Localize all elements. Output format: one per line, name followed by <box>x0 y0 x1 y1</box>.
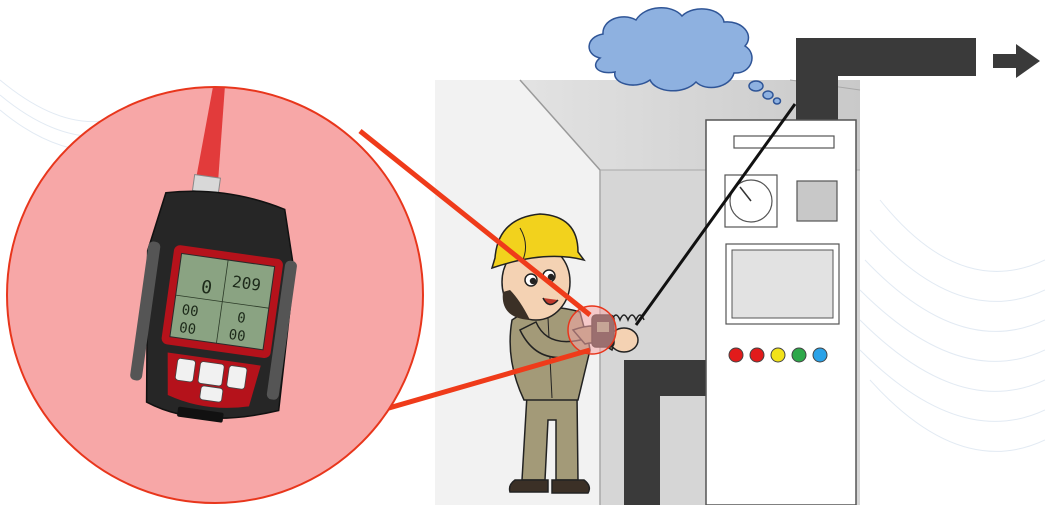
indicator-light <box>771 348 785 362</box>
zoom-spot <box>568 306 616 354</box>
control-panel <box>706 120 856 505</box>
indicator-light <box>729 348 743 362</box>
power-button[interactable] <box>175 358 196 382</box>
indicator-light <box>750 348 764 362</box>
arrow-right-icon <box>993 44 1040 78</box>
readout-upper-right: 209 <box>231 272 262 295</box>
indicator-light <box>792 348 806 362</box>
readout-lower-1: 00 <box>181 302 200 320</box>
readout-lower-3: 00 <box>178 320 197 338</box>
air-button[interactable] <box>226 365 247 389</box>
indicator-light <box>813 348 827 362</box>
gauge-dial-icon <box>725 175 777 227</box>
display-button[interactable] <box>199 386 223 403</box>
readout-lower-4: 00 <box>228 327 247 345</box>
mode-button[interactable] <box>198 361 225 386</box>
